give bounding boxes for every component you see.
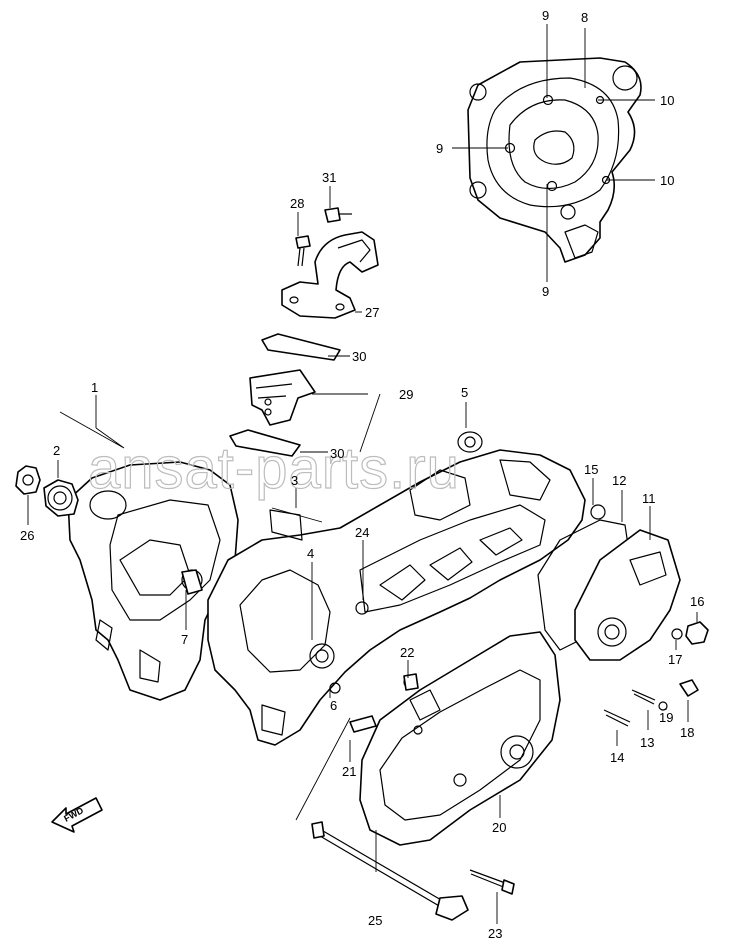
part-label-26: 26 [20,528,34,543]
part-label-8: 8 [581,10,588,25]
part-label-9-top: 9 [542,8,549,23]
part-label-10-upper: 10 [660,93,674,108]
part-label-14: 14 [610,750,624,765]
part-label-10-lower: 10 [660,173,674,188]
fwd-arrow-icon: FWD [51,797,103,833]
part-label-22: 22 [400,645,414,660]
part-label-30-lower: 30 [330,446,344,461]
right-crankcase [207,431,606,746]
part-label-7: 7 [181,632,188,647]
part-label-11: 11 [642,491,656,506]
part-label-12: 12 [612,473,626,488]
transmission-cover [311,631,561,921]
part-label-20: 20 [492,820,506,835]
watermark-text: ansat-parts.ru [88,436,460,501]
part-label-24: 24 [355,525,369,540]
part-label-29: 29 [399,387,413,402]
part-label-17: 17 [668,652,682,667]
part-label-6: 6 [330,698,337,713]
side-cover-and-gasket [537,519,709,727]
part-label-27: 27 [365,305,379,320]
part-label-13: 13 [640,735,654,750]
part-label-25: 25 [368,913,382,928]
part-labels: 1 2 3 4 5 6 7 8 9 9 9 9 10 10 11 12 13 1… [20,8,704,941]
leader-lines [27,24,698,924]
part-label-30-upper: 30 [352,349,366,364]
part-label-2: 2 [53,443,60,458]
part-label-9-left: 9 [436,141,443,156]
part-label-16: 16 [690,594,704,609]
stator-cover-assembly [467,57,642,263]
part-label-19: 19 [659,710,673,725]
part-label-31: 31 [322,170,336,185]
part-label-15: 15 [584,462,598,477]
left-crankcase [15,461,239,701]
part-label-23: 23 [488,926,502,941]
part-label-18: 18 [680,725,694,740]
part-label-5: 5 [461,385,468,400]
part-label-3: 3 [291,473,298,488]
part-label-9-bottom: 9 [542,284,549,299]
part-label-1: 1 [91,380,98,395]
intake-assembly [229,207,379,457]
part-label-21: 21 [342,764,356,779]
part-label-4: 4 [307,546,314,561]
part-label-28: 28 [290,196,304,211]
